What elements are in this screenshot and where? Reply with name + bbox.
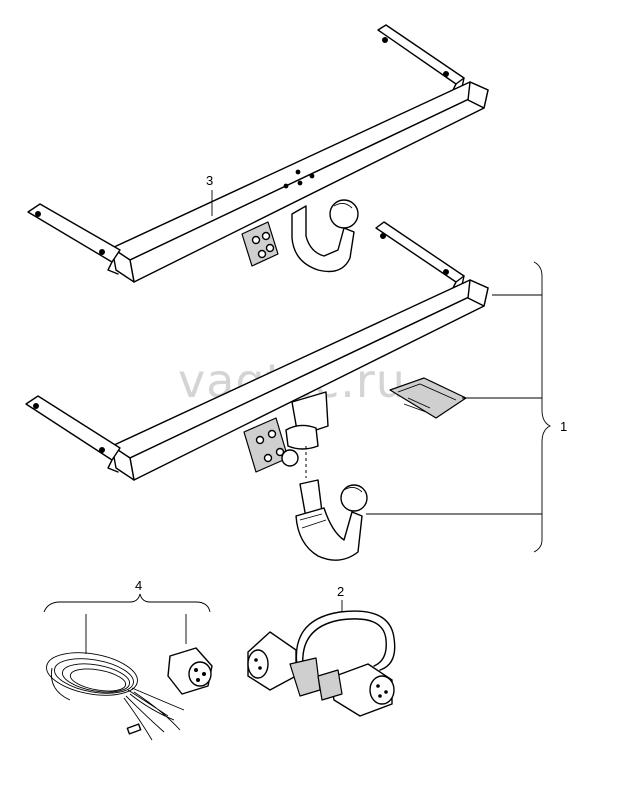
callout-2: 2 [337, 584, 344, 599]
callout-4-bracket [43, 593, 211, 613]
callout-4: 4 [135, 578, 142, 593]
tow-bar-fixed-part-3 [27, 24, 489, 283]
callout-1: 1 [560, 419, 567, 434]
tow-bar-detachable-part-1 [25, 221, 489, 561]
adapter-cable-part-2 [247, 610, 396, 717]
wiring-harness-part-4 [46, 614, 213, 741]
callout-3: 3 [206, 173, 213, 188]
callout-1-bracket [366, 261, 552, 553]
